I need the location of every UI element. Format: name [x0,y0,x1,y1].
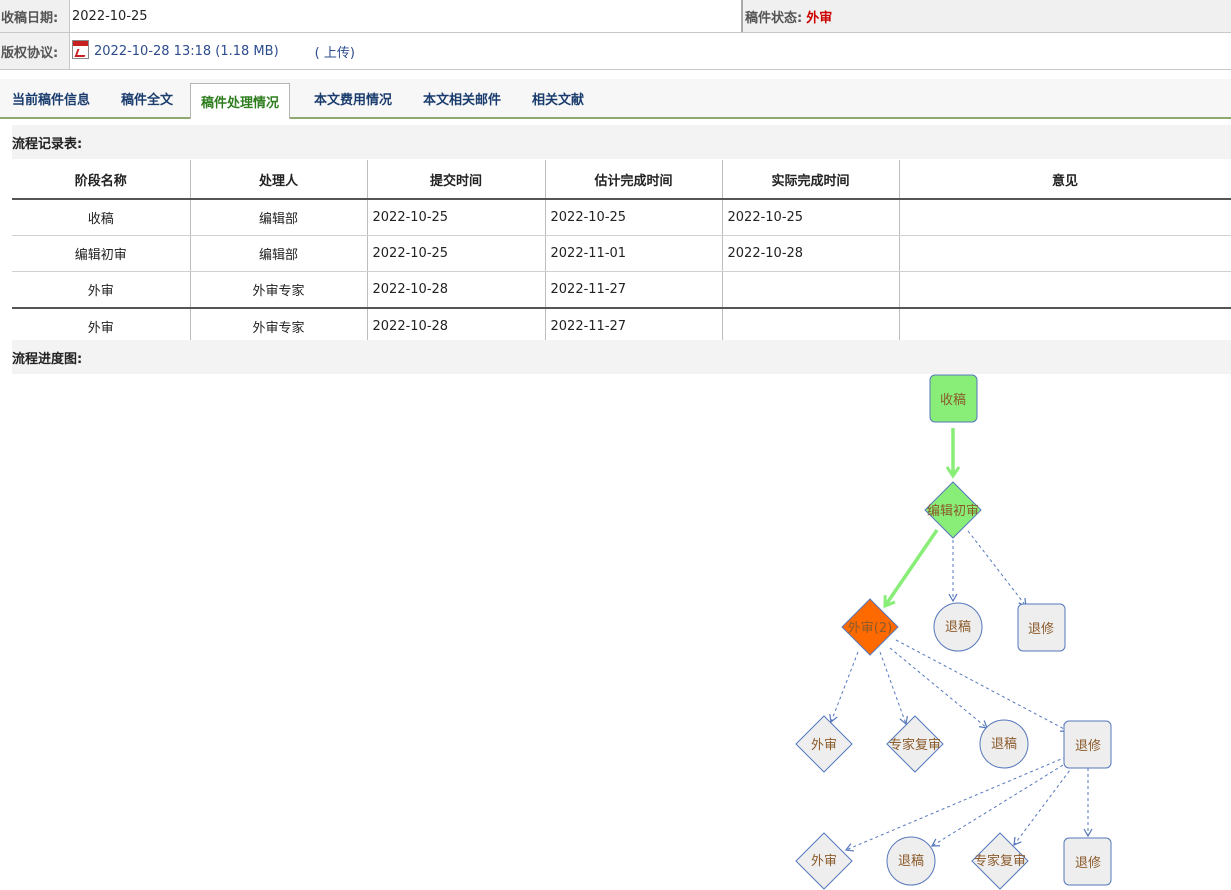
cell-handler: 编辑部 [189,235,367,272]
node-expert-rereview-a[interactable]: 专家复审 [886,715,944,773]
cell-submit: 2022-10-25 [366,199,545,236]
svg-text:专家复审: 专家复审 [889,737,941,753]
tab-bar: 当前稿件信息 稿件全文 稿件处理情况 本文费用情况 本文相关邮件 相关文献 [0,79,1231,119]
copyright-label: 版权协议: [0,33,70,69]
cell-opinion [898,235,1231,272]
cell-stage: 外审 [12,307,190,344]
edge-ext-to-revise [895,639,1070,732]
edge-initial-to-revise [967,530,1027,607]
svg-text:外审(2): 外审(2) [848,621,892,636]
records-header-row: 阶段名称 处理人 提交时间 估计完成时间 实际完成时间 意见 [12,160,1231,200]
svg-text:外审: 外审 [811,738,837,753]
cell-actual [721,271,899,309]
copyright-value: 2022-10-28 13:18 (1.18 MB) ( 上传) [72,33,355,69]
node-reject-3[interactable]: 退稿 [886,836,936,886]
svg-text:退修: 退修 [1075,856,1101,871]
node-receive[interactable]: 收稿 [929,374,978,423]
node-external-review-a[interactable]: 外审 [795,715,853,773]
cell-submit: 2022-10-28 [366,271,545,309]
svg-text:退稿: 退稿 [945,619,971,635]
status-value: 外审 [806,10,833,26]
node-revise-1[interactable]: 退修 [1017,603,1066,652]
cell-stage: 收稿 [12,199,190,236]
node-revise-2[interactable]: 退修 [1063,720,1112,769]
cell-handler: 编辑部 [189,199,367,236]
col-estimated-time: 估计完成时间 [544,160,722,200]
col-handler: 处理人 [189,160,367,200]
info-row-received: 收稿日期: 2022-10-25 稿件状态: 外审 [0,0,1231,33]
status-cell: 稿件状态: 外审 [741,0,1231,32]
svg-text:退修: 退修 [1028,622,1054,637]
cell-opinion [898,199,1231,236]
svg-text:外审: 外审 [811,854,837,869]
copyright-file-link[interactable]: 2022-10-28 13:18 (1.18 MB) [94,43,279,59]
tab-related-emails[interactable]: 本文相关邮件 [423,92,502,108]
cell-opinion [898,271,1231,309]
node-external-review-b[interactable]: 外审 [795,832,853,890]
table-row: 编辑初审 编辑部 2022-10-25 2022-11-01 2022-10-2… [12,235,1231,272]
cell-stage: 编辑初审 [12,235,190,272]
svg-text:收稿: 收稿 [940,392,966,408]
svg-text:退稿: 退稿 [898,853,924,869]
edge-ext-to-ext [829,651,859,724]
cell-handler: 外审专家 [189,271,367,309]
node-external-review-current[interactable]: 外审(2) [841,598,899,656]
edge-revise-to-ext [844,756,1067,852]
cell-estimated: 2022-11-27 [544,271,722,309]
tab-fees[interactable]: 本文费用情况 [314,92,393,108]
svg-text:退稿: 退稿 [991,736,1017,752]
node-revise-3[interactable]: 退修 [1063,837,1112,886]
cell-actual [721,307,899,344]
svg-text:编辑初审: 编辑初审 [927,504,979,519]
col-actual-time: 实际完成时间 [721,160,899,200]
cell-actual: 2022-10-25 [721,199,899,236]
cell-actual: 2022-10-28 [721,235,899,272]
node-reject-1[interactable]: 退稿 [933,602,983,652]
info-row-copyright: 版权协议: 2022-10-28 13:18 (1.18 MB) ( 上传) [0,33,1231,70]
node-expert-rereview-b[interactable]: 专家复审 [971,832,1029,890]
records-title: 流程记录表: [12,125,1231,159]
tab-related-literature[interactable]: 相关文献 [532,92,585,108]
node-initial-review[interactable]: 编辑初审 [924,481,982,539]
node-reject-2[interactable]: 退稿 [979,719,1029,769]
col-stage-name: 阶段名称 [12,160,190,200]
received-date-label: 收稿日期: [0,0,70,32]
edge-initial-to-external [885,529,939,606]
pdf-file-icon[interactable] [72,39,89,59]
cell-submit: 2022-10-25 [366,235,545,272]
cell-handler: 外审专家 [189,307,367,344]
flow-edges [829,428,1093,852]
col-submit-time: 提交时间 [366,160,545,200]
tab-current-manuscript[interactable]: 当前稿件信息 [12,92,91,108]
edge-revise-to-reject [930,761,1069,847]
col-opinion: 意见 [898,160,1231,200]
received-date-value: 2022-10-25 [72,8,148,24]
svg-text:专家复审: 专家复审 [974,853,1026,869]
svg-text:退修: 退修 [1075,739,1101,754]
upload-link[interactable]: ( 上传) [314,45,355,61]
cell-opinion [898,307,1231,344]
status-label: 稿件状态: [745,10,803,26]
records-table: 阶段名称 处理人 提交时间 估计完成时间 实际完成时间 意见 收稿 编辑部 20… [12,160,1231,344]
tab-processing-status[interactable]: 稿件处理情况 [190,83,291,119]
cell-estimated: 2022-11-27 [544,307,722,344]
edge-ext-to-expert [879,651,908,726]
flow-title: 流程进度图: [12,340,1231,374]
table-row: 外审 外审专家 2022-10-28 2022-11-27 [12,307,1231,344]
table-row: 收稿 编辑部 2022-10-25 2022-10-25 2022-10-25 [12,199,1231,236]
edge-revise-to-expert [1013,765,1074,846]
cell-submit: 2022-10-28 [366,307,545,344]
tab-full-text[interactable]: 稿件全文 [121,92,174,108]
edge-ext-to-reject [889,647,988,729]
cell-estimated: 2022-11-01 [544,235,722,272]
cell-estimated: 2022-10-25 [544,199,722,236]
